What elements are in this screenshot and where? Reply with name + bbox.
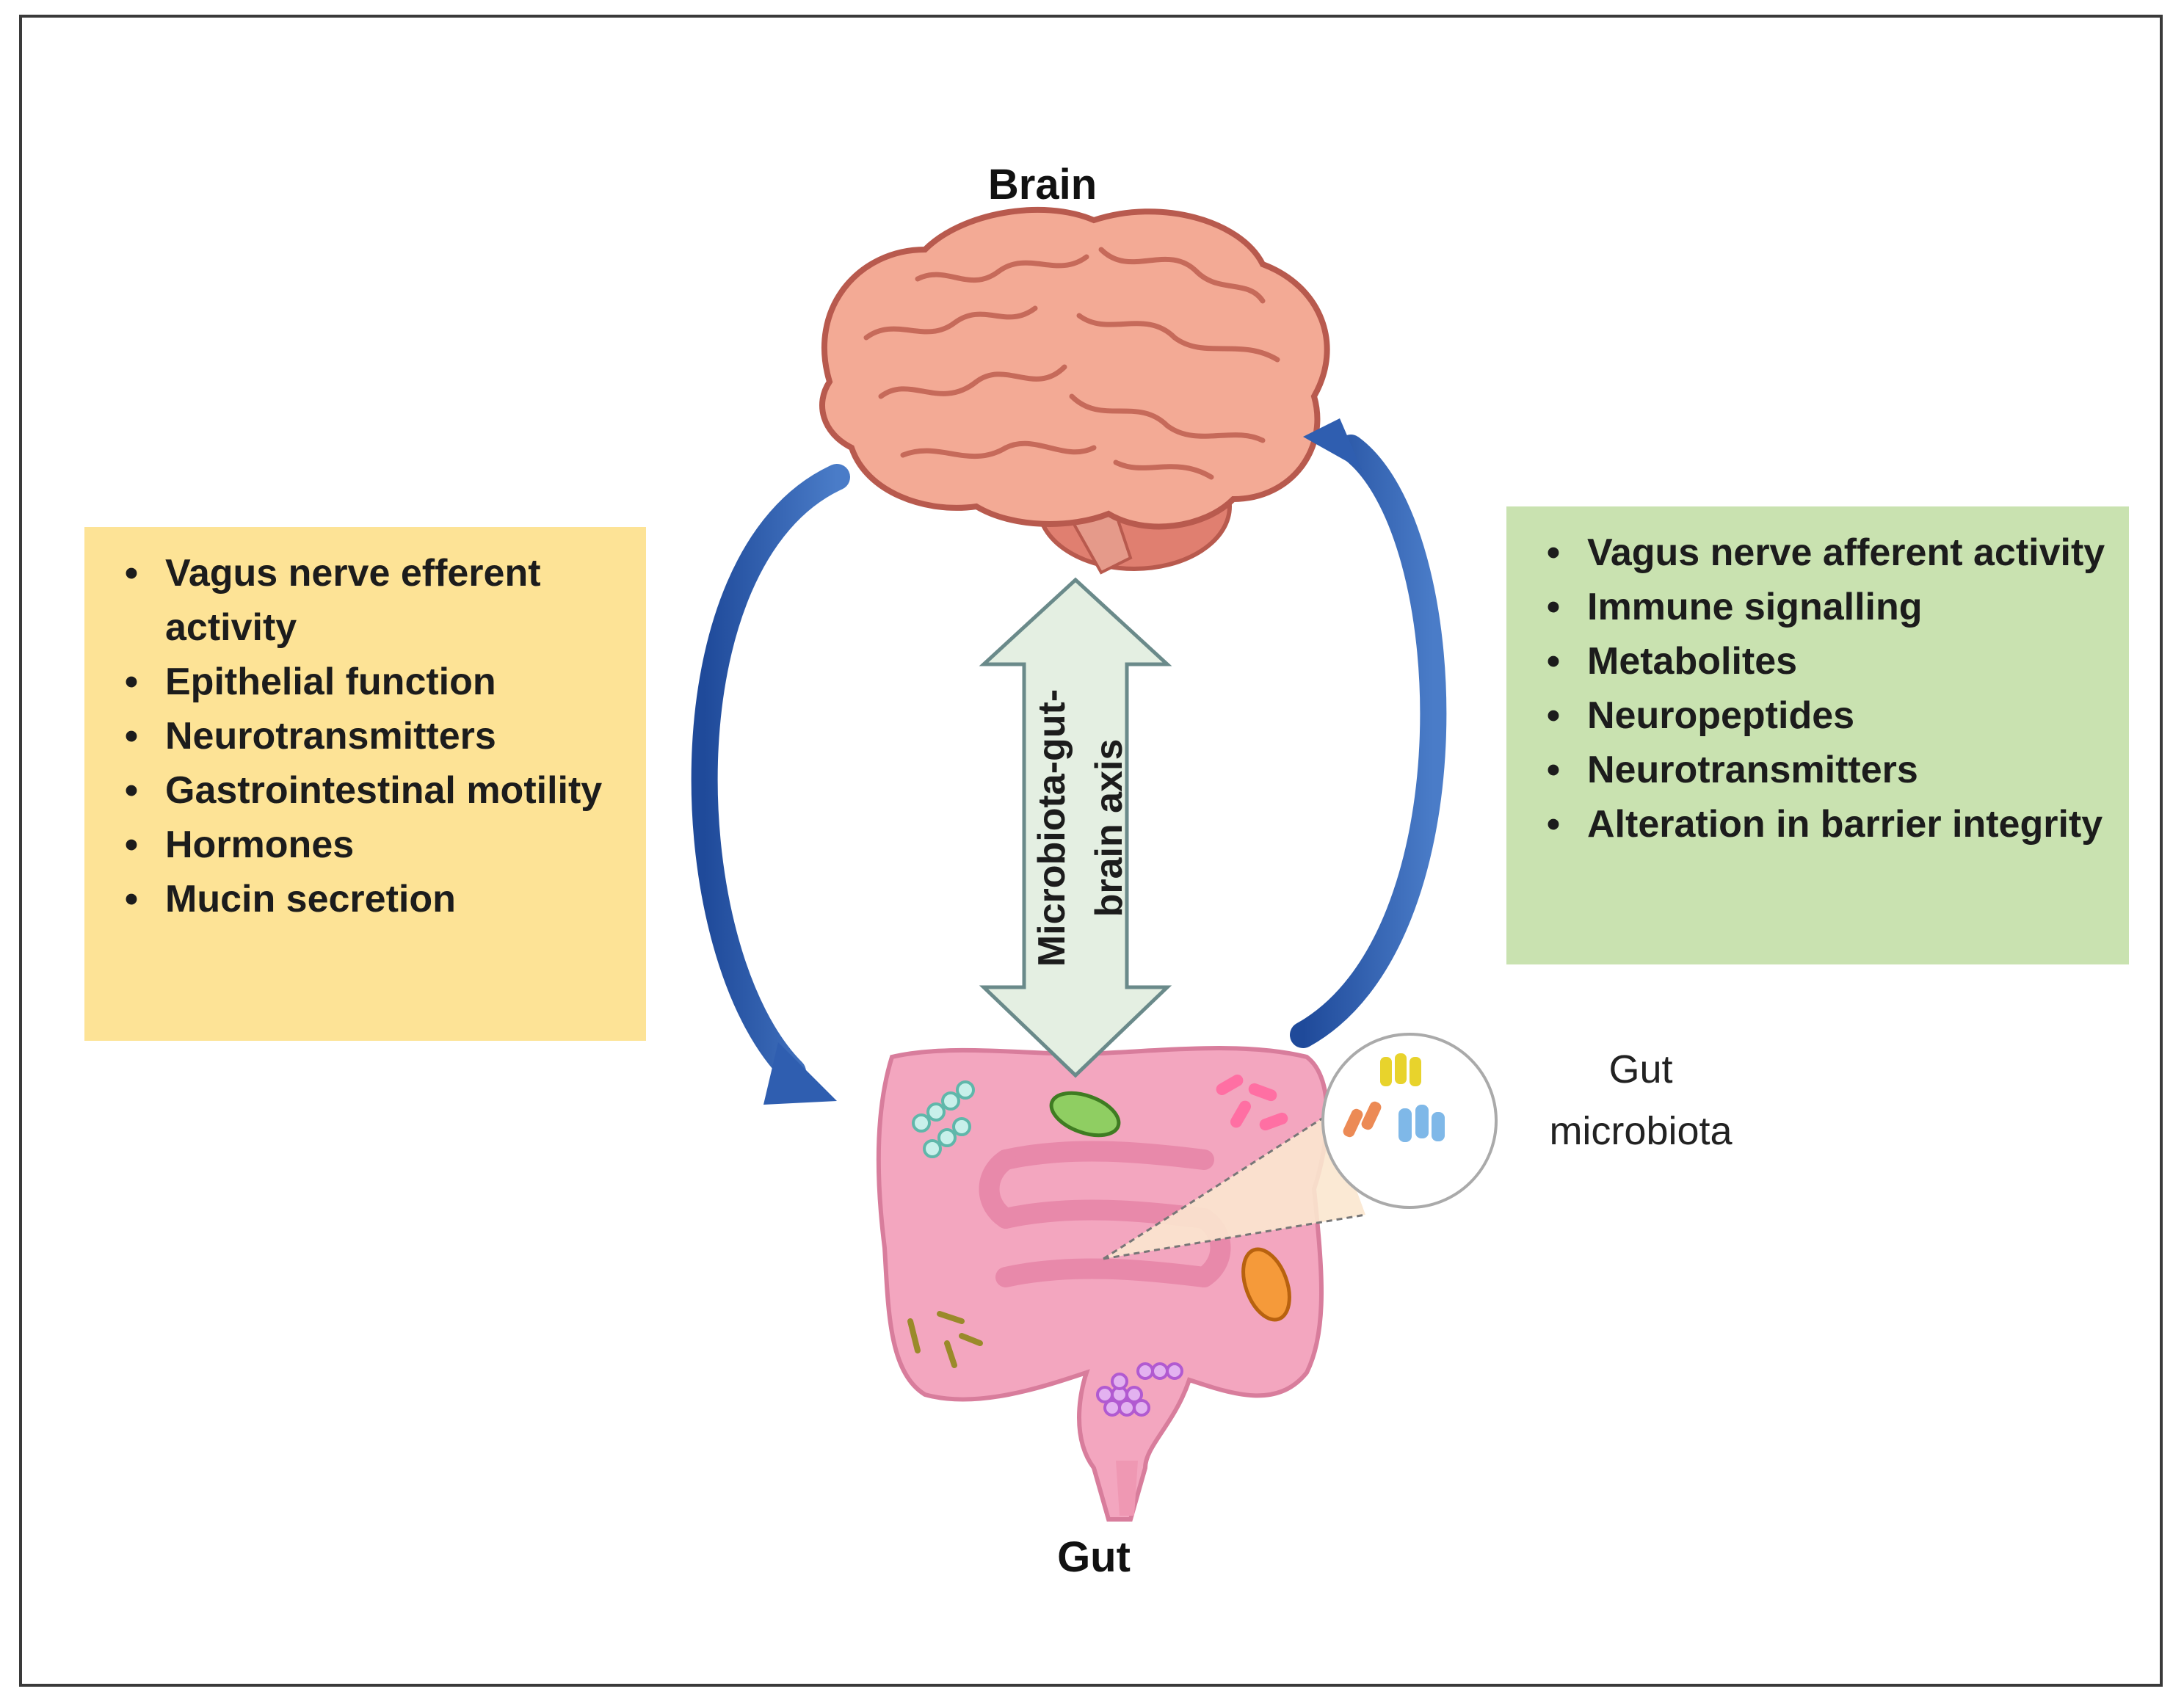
efferent-list: •Vagus nerve efferent activity •Epitheli… [114,546,624,926]
list-item: •Hormones [114,818,624,872]
list-item: •Neuropeptides [1536,688,2107,743]
afferent-list: •Vagus nerve afferent activity •Immune s… [1536,526,2107,851]
axis-label-line2: brain axis [1088,739,1131,917]
bullet-icon: • [1546,803,1561,846]
bullet-icon: • [1546,640,1561,683]
efferent-list-box: •Vagus nerve efferent activity •Epitheli… [84,527,646,1041]
bullet-icon: • [124,552,139,595]
list-item: •Epithelial function [114,655,624,709]
bullet-icon: • [124,715,139,757]
gut-microbiota-line1: Gut [1608,1047,1673,1091]
brain-illustration [819,206,1330,575]
list-item: •Vagus nerve afferent activity [1536,526,2107,580]
list-item: •Metabolites [1536,634,2107,688]
left-curved-arrow [691,464,850,1105]
list-item: •Neurotransmitters [1536,743,2107,797]
bullet-icon: • [1546,586,1561,628]
list-item: •Immune signalling [1536,580,2107,634]
axis-label-line1: Microbiota-gut- [1031,689,1073,967]
bullet-icon: • [124,824,139,866]
right-curved-arrow [1290,418,1447,1048]
bullet-icon: • [124,661,139,703]
afferent-list-box: •Vagus nerve afferent activity •Immune s… [1506,506,2129,964]
bullet-icon: • [1546,694,1561,737]
list-item: •Alteration in barrier integrity [1536,797,2107,851]
magnifier-circle [1103,1033,1498,1260]
list-item: •Vagus nerve efferent activity [114,546,624,655]
gut-microbiota-label: Gut microbiota [1509,1039,1773,1162]
bullet-icon: • [124,769,139,812]
list-item: •Mucin secretion [114,872,624,926]
list-item: •Gastrointestinal motility [114,763,624,818]
bullet-icon: • [124,878,139,920]
gut-microbiota-line2: microbiota [1549,1109,1733,1153]
gut-illustration [876,1046,1329,1522]
list-item: •Neurotransmitters [114,709,624,763]
axis-double-arrow: Microbiota-gut- brain axis [979,577,1172,1078]
bullet-icon: • [1546,531,1561,574]
bacteria-icon [907,1075,1291,1417]
gut-title: Gut [1057,1533,1131,1581]
bullet-icon: • [1546,749,1561,791]
brain-title: Brain [987,161,1098,208]
